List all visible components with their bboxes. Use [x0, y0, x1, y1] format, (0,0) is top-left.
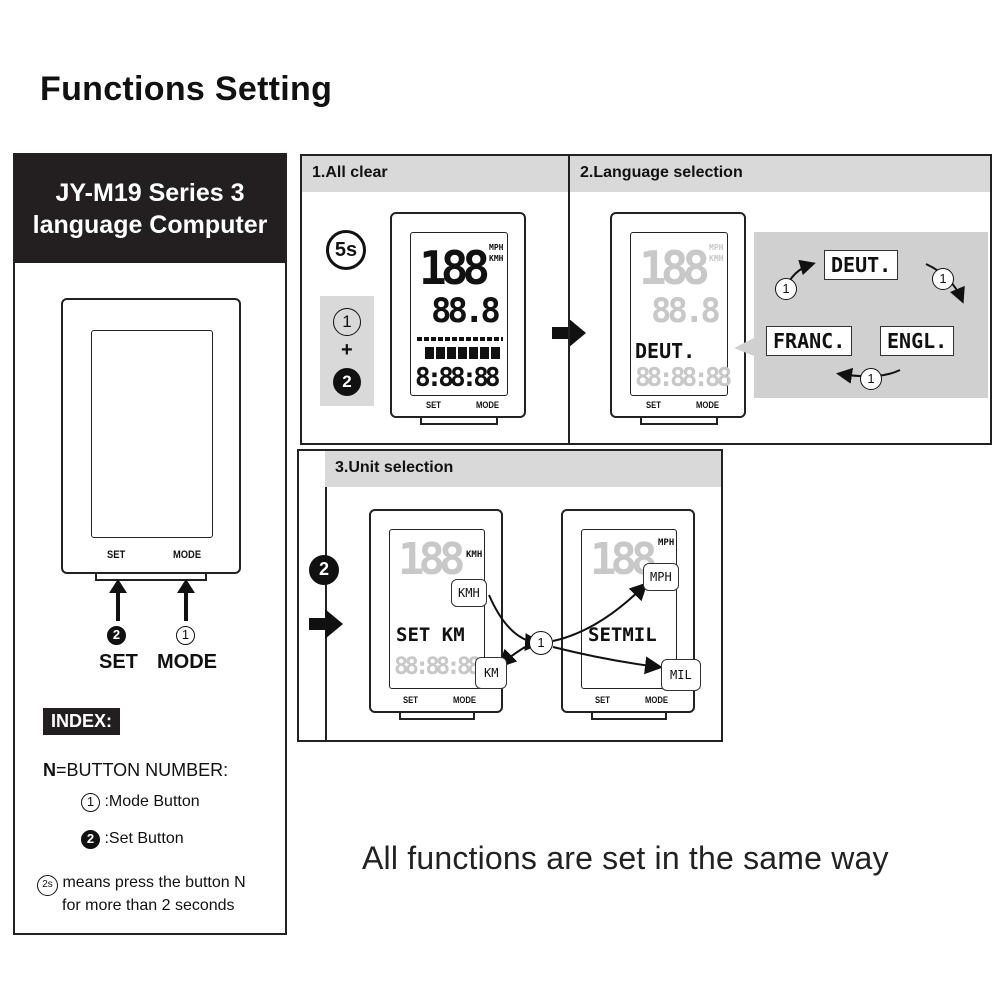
- mode-button-label: MODE: [157, 651, 217, 673]
- option-engl: ENGL.: [880, 326, 955, 356]
- lcd-unit-mph: MPH: [658, 538, 675, 548]
- header-line-1: JY-M19 Series 3: [55, 179, 245, 207]
- cycle-button-b: 1: [932, 268, 954, 290]
- lcd-big-digits: 188: [419, 241, 490, 295]
- all-clear-set-label: SET: [426, 400, 441, 410]
- language-mode-label: MODE: [696, 400, 719, 410]
- language-device: 188 MPH KMH 88.8 DEUT. 88:88:88 SET MODE: [610, 212, 746, 418]
- unit-toggle-arrows: [488, 582, 663, 675]
- lcd-unit-kmh: KMH: [466, 550, 483, 560]
- unit-km-mode-label: MODE: [453, 695, 476, 705]
- language-button-strip: [640, 417, 718, 425]
- lcd-language-text: DEUT.: [635, 339, 696, 363]
- mode-button-number: 1: [176, 626, 195, 645]
- lcd-bottom-digits: 88:88:88: [635, 363, 732, 393]
- combo-mode-number: 1: [333, 308, 361, 336]
- index-item-mode: 1 :Mode Button: [81, 793, 200, 812]
- option-franc: FRANC.: [766, 326, 853, 356]
- step-all-clear-title: 1.All clear: [302, 156, 569, 192]
- hold-5s-icon: 5s: [326, 230, 366, 270]
- hold-2s-icon: 2s: [37, 875, 58, 896]
- lcd-unit-mph: MPH: [489, 243, 504, 252]
- index-item-set: 2 :Set Button: [81, 830, 184, 849]
- unit-mil-set-label: SET: [595, 695, 610, 705]
- unit-enter-button: 2: [309, 555, 339, 585]
- lcd-bottom-digits: 8:88:88: [415, 363, 501, 393]
- step-unit-panel: 3.Unit selection 2 188 KMH SET KM 88:88:…: [297, 449, 723, 742]
- unit-mil-mode-label: MODE: [645, 695, 668, 705]
- combo-plus: +: [341, 339, 353, 361]
- lcd-big-digits: 188: [639, 241, 710, 295]
- callout-mph: MPH: [643, 563, 679, 591]
- step-unit-title: 3.Unit selection: [325, 451, 721, 487]
- callout-kmh: KMH: [451, 579, 487, 607]
- combo-set-number: 2: [333, 368, 361, 396]
- lcd-big-digits: 188: [398, 534, 466, 585]
- unit-km-screen: 188 KMH SET KM 88:88:88: [389, 529, 485, 689]
- button-combo: 1 + 2: [320, 296, 374, 406]
- callout-mil: MIL: [661, 659, 701, 691]
- header-line-2: language Computer: [32, 211, 268, 239]
- callout-km: KM: [475, 657, 508, 689]
- device-button-strip: [95, 573, 207, 581]
- unit-km-button-strip: [399, 712, 475, 720]
- cycle-button-c: 1: [860, 368, 882, 390]
- index-n-desc: =BUTTON NUMBER:: [56, 760, 229, 780]
- mode-arrow-icon: [177, 579, 195, 621]
- page-title: Functions Setting: [40, 70, 333, 108]
- all-clear-device: 188 MPH KMH 88.8 8:88:88 SET MODE: [390, 212, 526, 418]
- lcd-bottom-digits: 88:88:88: [394, 652, 482, 680]
- index-n-label: N: [43, 760, 56, 780]
- lcd-small-digits: 88.8: [431, 291, 501, 331]
- lcd-set-km: SET KM: [396, 624, 465, 646]
- left-panel: JY-M19 Series 3 language Computer SET MO…: [13, 153, 287, 935]
- set-button-label: SET: [99, 651, 138, 673]
- set-arrow-icon: [109, 579, 127, 621]
- unit-mil-button-strip: [591, 712, 667, 720]
- lcd-bar: [417, 337, 503, 341]
- all-clear-button-strip: [420, 417, 498, 425]
- unit-arrow-right-icon: [309, 609, 343, 639]
- device-illustration: SET MODE: [61, 298, 241, 574]
- lcd-set-mil: SETMIL: [588, 624, 657, 646]
- lcd-small-digits: 88.8: [651, 291, 721, 331]
- index-title: INDEX:: [43, 708, 121, 735]
- language-set-label: SET: [646, 400, 661, 410]
- lcd-unit-kmh: KMH: [489, 254, 504, 263]
- unit-km-set-label: SET: [403, 695, 418, 705]
- index-hold-note: 2s means press the button N for more tha…: [37, 873, 246, 916]
- cycle-button-a: 1: [775, 278, 797, 300]
- index-n-line: N=BUTTON NUMBER:: [43, 760, 228, 781]
- lcd-dot-row: [425, 347, 501, 359]
- option-deut: DEUT.: [824, 250, 899, 280]
- lcd-unit-kmh: KMH: [709, 254, 724, 263]
- device-set-label: SET: [107, 549, 126, 561]
- device-screen: [91, 330, 213, 538]
- language-screen: 188 MPH KMH 88.8 DEUT. 88:88:88: [630, 232, 732, 396]
- left-panel-header: JY-M19 Series 3 language Computer: [15, 155, 285, 263]
- unit-toggle-button: 1: [529, 631, 553, 655]
- step-language-title: 2.Language selection: [570, 156, 990, 192]
- device-mode-label: MODE: [173, 549, 202, 561]
- step-language-panel: 2.Language selection 188 MPH KMH 88.8 DE…: [568, 154, 992, 445]
- unit-km-device: 188 KMH SET KM 88:88:88 SET MODE: [369, 509, 503, 713]
- footer-text: All functions are set in the same way: [362, 840, 889, 876]
- set-button-number: 2: [107, 626, 126, 645]
- lcd-unit-mph: MPH: [709, 243, 724, 252]
- step-all-clear-panel: 1.All clear 5s 1 + 2 188 MPH KMH 88.8 8:…: [300, 154, 586, 445]
- all-clear-screen: 188 MPH KMH 88.8 8:88:88: [410, 232, 508, 396]
- button-arrows: [109, 579, 195, 621]
- all-clear-mode-label: MODE: [476, 400, 499, 410]
- unit-mil-screen: 188 MPH SETMIL: [581, 529, 677, 689]
